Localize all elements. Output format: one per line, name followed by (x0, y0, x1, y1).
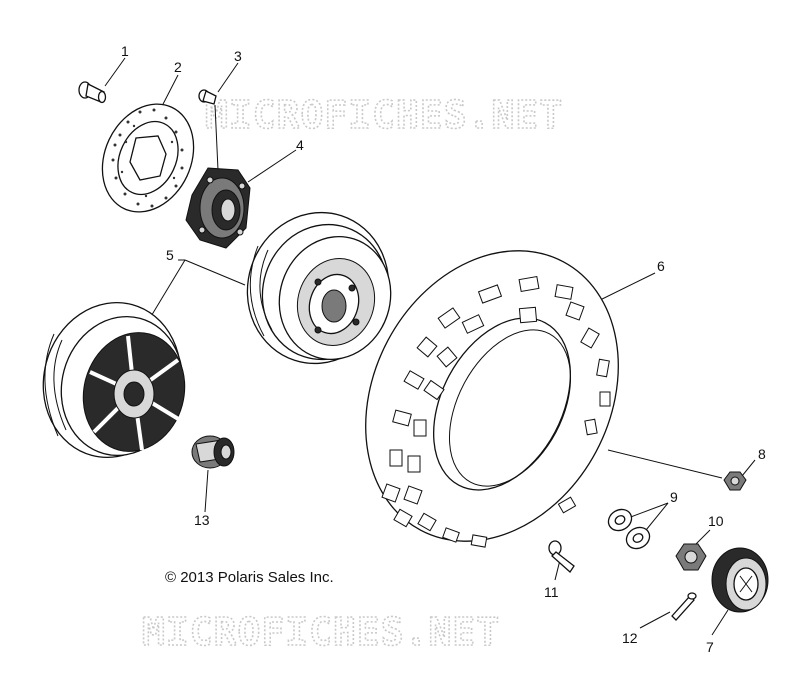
callout-8: 8 (758, 446, 766, 462)
callout-1: 1 (121, 43, 129, 59)
tire-icon (365, 250, 619, 548)
wheel-rim-icon (246, 211, 392, 365)
callouts: 1 2 3 4 5 6 7 8 9 10 11 12 13 (121, 43, 766, 655)
bearing-icon (191, 435, 235, 469)
watermark-bottom: MICROFICHES.NET (142, 610, 500, 654)
callout-13: 13 (194, 512, 210, 528)
wheel-rim-icon (42, 301, 186, 459)
callout-7: 7 (706, 639, 714, 655)
hub-cap-icon (711, 547, 769, 613)
callout-2: 2 (174, 59, 182, 75)
callout-5: 5 (166, 247, 174, 263)
washer-icon (607, 508, 651, 550)
castle-nut-icon (675, 543, 707, 571)
cotter-pin-icon (671, 592, 697, 621)
callout-12: 12 (622, 630, 638, 646)
bolt-icon (548, 540, 575, 573)
watermark-top: MICROFICHES.NET (205, 93, 563, 137)
copyright-text: © 2013 Polaris Sales Inc. (165, 569, 334, 586)
callout-6: 6 (657, 258, 665, 274)
lug-nut-icon (723, 471, 747, 491)
callout-9: 9 (670, 489, 678, 505)
wheel-hub-icon (185, 167, 251, 249)
bolt-icon (78, 81, 107, 104)
callout-3: 3 (234, 48, 242, 64)
callout-10: 10 (708, 513, 724, 529)
brake-disc-icon (101, 103, 195, 213)
callout-11: 11 (544, 584, 559, 600)
stud-icon (198, 89, 217, 105)
callout-4: 4 (296, 137, 304, 153)
